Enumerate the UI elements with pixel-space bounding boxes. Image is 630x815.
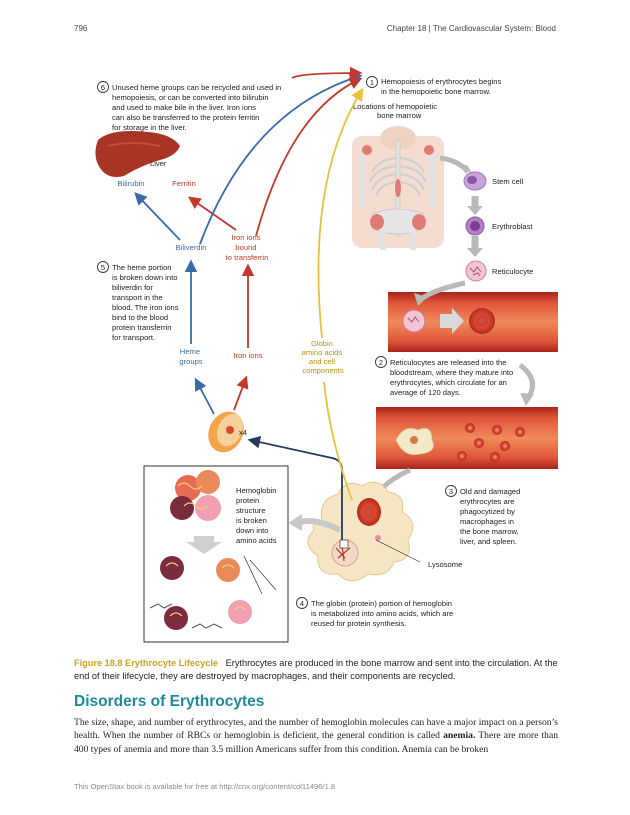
blood-vessel-upper xyxy=(388,292,558,352)
step-6-number: 6 xyxy=(101,83,105,92)
anemia-term: anemia. xyxy=(443,730,476,742)
step-3-number: 3 xyxy=(449,487,453,496)
reticulocyte xyxy=(465,260,487,282)
step-2-text: Reticulocytes are released into the bloo… xyxy=(390,358,515,397)
figure-caption: Figure 18.8 Erythrocyte Lifecycle Erythr… xyxy=(74,657,558,683)
liver-label: Liver xyxy=(150,159,167,168)
step-5-number: 5 xyxy=(101,263,105,272)
page-footer: This OpenStax book is available for free… xyxy=(74,782,336,791)
globin-label: Globin amino acids and cell components xyxy=(302,339,345,375)
skeleton-illustration xyxy=(352,126,444,250)
macrophage xyxy=(307,481,414,582)
page-number: 796 xyxy=(74,24,88,33)
step-5-text: The heme portion is broken down into bil… xyxy=(112,263,181,342)
locations-label: Locations of hemopoietic bone marrow xyxy=(353,102,439,120)
lysosome-label: Lysosome xyxy=(428,560,462,569)
stem-cell-label: Stem cell xyxy=(492,177,524,186)
step-1-text: Hemopoiesis of erythrocytes begins in th… xyxy=(381,77,503,96)
liver-illustration xyxy=(95,131,180,177)
heme-groups-label: Heme groups xyxy=(179,347,202,366)
chapter-title: Chapter 18 | The Cardiovascular System: … xyxy=(386,24,556,33)
step-4-text: The globin (protein) portion of hemoglob… xyxy=(311,599,455,628)
ferritin-label: Ferritin xyxy=(172,179,196,188)
erythroblast-label: Erythroblast xyxy=(492,222,533,231)
blood-vessel-lower xyxy=(376,407,558,469)
body-paragraph: The size, shape, and number of erythrocy… xyxy=(74,717,559,755)
reticulocyte-label: Reticulocyte xyxy=(492,267,533,276)
hemoglobin-breakdown-box xyxy=(143,465,289,643)
hemoglobin-box-text: Hemoglobin protein structure is broken d… xyxy=(236,486,279,545)
iron-ions-label: Iron ions xyxy=(233,351,262,360)
x4-label: x4 xyxy=(239,428,247,437)
step-3-text: Old and damaged erythrocytes are phagocy… xyxy=(460,487,523,546)
caption-label: Figure 18.8 Erythrocyte Lifecycle xyxy=(74,658,218,668)
biliverdin-label: Biliverdin xyxy=(176,243,207,252)
step-6-text: Unused heme groups can be recycled and u… xyxy=(112,83,283,132)
erythrocyte-lifecycle-figure: Stem cell Erythroblast Reticulocyte Loca… xyxy=(95,66,558,643)
caption-text: Erythrocytes are produced in the bone ma… xyxy=(74,658,558,681)
bilirubin-label: Bilirubin xyxy=(117,179,144,188)
step-4-number: 4 xyxy=(300,599,304,608)
section-heading: Disorders of Erythrocytes xyxy=(74,693,265,710)
step-2-number: 2 xyxy=(379,358,383,367)
step-1-number: 1 xyxy=(370,78,374,87)
heme-disc xyxy=(208,411,244,453)
iron-transferrin-label: Iron ions bound to transferrin xyxy=(226,233,269,262)
